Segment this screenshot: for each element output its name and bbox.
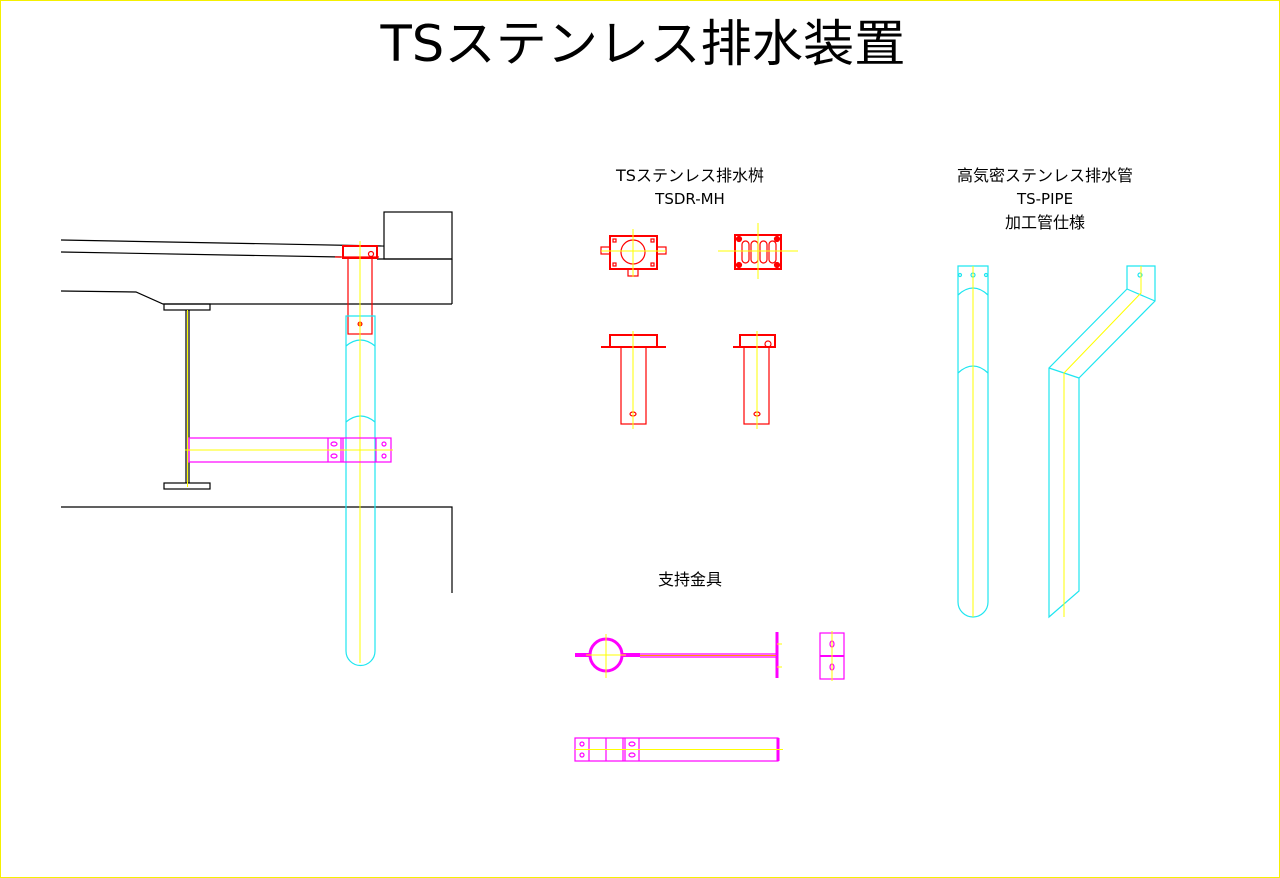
drain-pipe-title: 高気密ステンレス排水管 <box>957 166 1133 185</box>
drain-pipe-model: TS-PIPE <box>1016 190 1073 208</box>
drawing-title: TSステンレス排水装置 <box>379 15 905 73</box>
bent-drain-pipe <box>1048 265 1156 619</box>
drain-basin-title: TSステンレス排水桝 <box>615 166 764 185</box>
installed-drain-basin <box>335 245 379 335</box>
drain-basin-model: TSDR-MH <box>654 190 725 208</box>
bridge-structure <box>60 211 453 593</box>
drain-basin-side-view <box>733 334 776 425</box>
support-title: 支持金具 <box>658 570 722 589</box>
drain-pipe-spec: 加工管仕様 <box>1005 213 1085 232</box>
